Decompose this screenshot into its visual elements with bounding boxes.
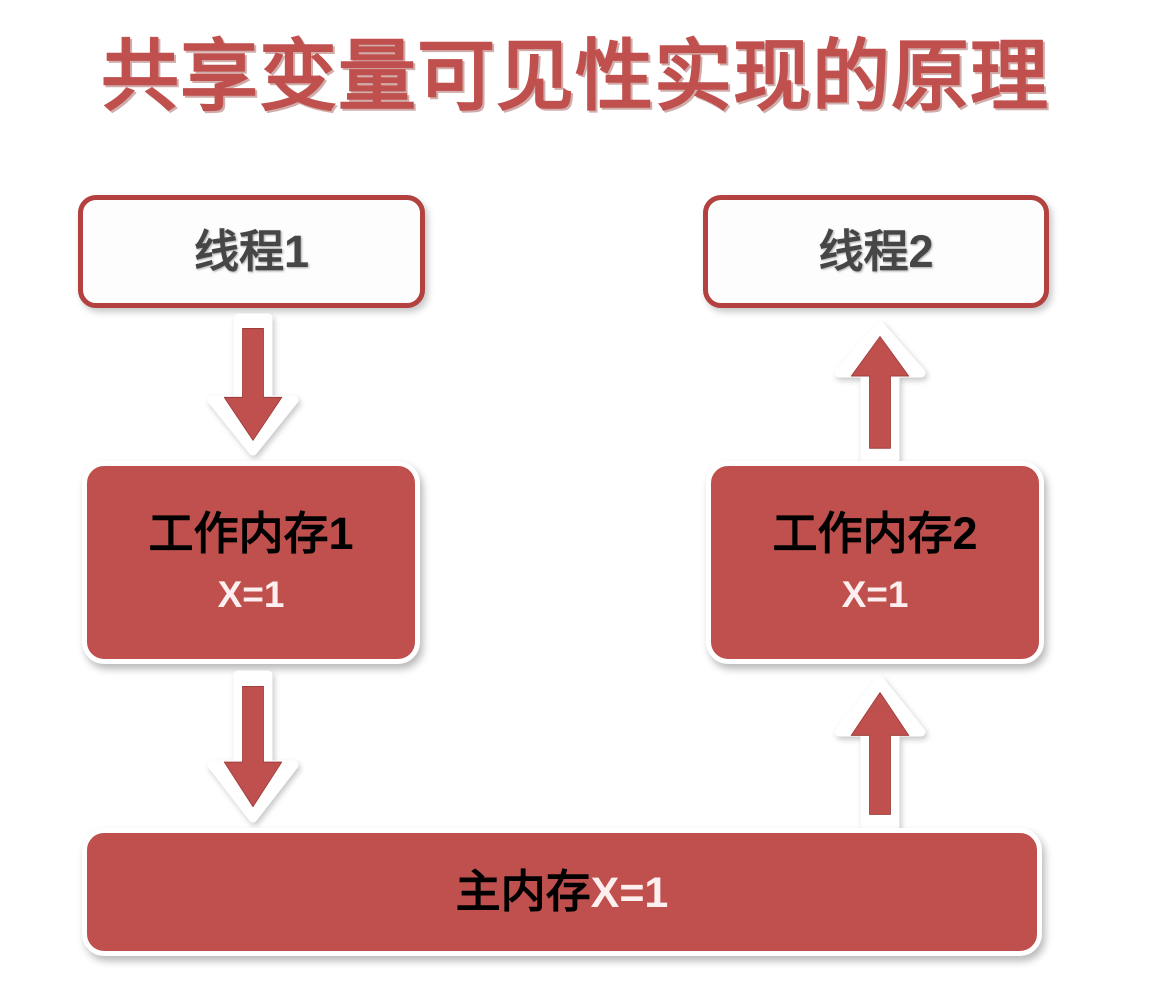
- working-memory1-title: 工作内存1: [148, 508, 354, 560]
- arrow-working-memory2-to-thread2: [832, 321, 928, 464]
- main-memory-value: X=1: [590, 868, 669, 917]
- working-memory1-value: X=1: [217, 573, 285, 615]
- main-memory-title: 主内存: [455, 865, 591, 917]
- working-memory2-value: X=1: [841, 573, 909, 615]
- working-memory2-title: 工作内存2: [772, 508, 978, 560]
- thread1-label: 线程1: [193, 225, 310, 277]
- thread2-box[interactable]: 线程2: [703, 195, 1049, 308]
- working-memory1-box[interactable]: 工作内存1 X=1: [82, 461, 420, 664]
- working-memory2-box[interactable]: 工作内存2 X=1: [706, 461, 1044, 664]
- thread2-label: 线程2: [818, 225, 934, 277]
- arrow-main-memory-to-working-memory2: [832, 676, 928, 831]
- arrow-thread1-to-working-memory1: [205, 313, 301, 458]
- arrow-working-memory1-to-main-memory: [205, 670, 301, 825]
- page-title: 共享变量可见性实现的原理: [100, 32, 1049, 120]
- thread1-box[interactable]: 线程1: [78, 195, 425, 308]
